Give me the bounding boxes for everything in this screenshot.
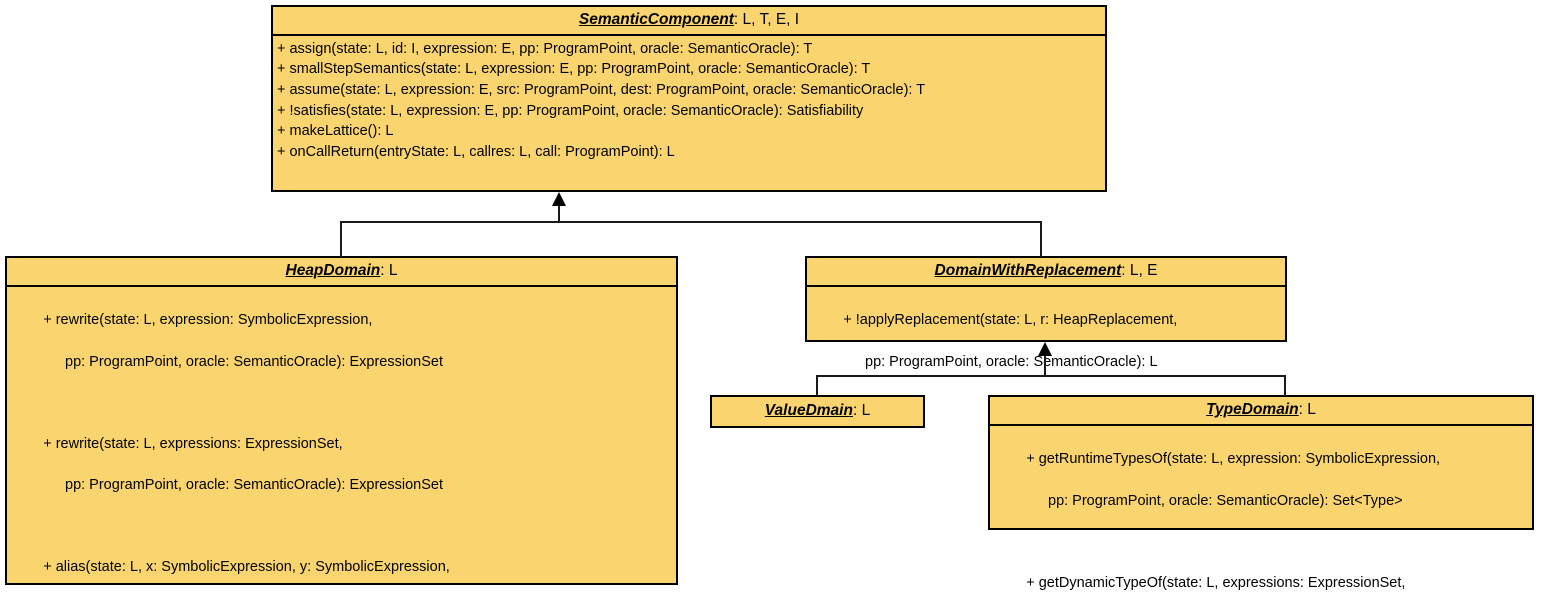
member-row: + assume(state: L, expression: E, src: P… <box>277 80 1101 101</box>
generalization-bus-semantic-component <box>340 221 1042 223</box>
member-text-continuation: pp: ProgramPoint, oracle: SemanticOracle… <box>65 353 443 370</box>
member-row: + alias(state: L, x: SymbolicExpression,… <box>11 537 672 593</box>
member-row: + !satisfies(state: L, expression: E, pp… <box>277 101 1101 122</box>
class-typeparams-type-domain: : L <box>1298 401 1316 418</box>
class-box-domain-with-replacement[interactable]: DomainWithReplacement: L, E + !applyRepl… <box>805 256 1287 370</box>
member-row: + rewrite(state: L, expressions: Express… <box>11 413 672 536</box>
member-text: + getDynamicTypeOf(state: L, expressions… <box>1026 574 1406 591</box>
generalization-drop-type-domain <box>1284 375 1286 396</box>
member-row: + onCallReturn(entryState: L, callres: L… <box>277 142 1101 163</box>
class-typeparams-heap-domain: : L <box>380 262 398 279</box>
member-text-continuation: pp: ProgramPoint, oracle: SemanticOracle… <box>865 353 1158 370</box>
member-text: + !satisfies(state: L, expression: E, pp… <box>277 102 864 119</box>
member-text: + rewrite(state: L, expressions: Express… <box>43 435 343 452</box>
class-header-value-domain: ValueDmain: L <box>712 397 923 425</box>
member-text: + smallStepSemantics(state: L, expressio… <box>277 61 871 78</box>
member-row: + getRuntimeTypesOf(state: L, expression… <box>994 429 1528 552</box>
member-row: + smallStepSemantics(state: L, expressio… <box>277 59 1101 80</box>
generalization-drop-value-domain <box>816 375 818 396</box>
generalization-arrowhead-domain-with-replacement <box>1038 342 1052 356</box>
class-box-semantic-component[interactable]: SemanticComponent: L, T, E, I + assign(s… <box>271 5 1107 192</box>
generalization-drop-domain-with-replacement <box>1040 221 1042 257</box>
member-text: + assume(state: L, expression: E, src: P… <box>277 81 926 98</box>
member-row: + !applyReplacement(state: L, r: HeapRep… <box>811 290 1281 413</box>
member-text: + rewrite(state: L, expression: Symbolic… <box>43 312 373 329</box>
class-header-domain-with-replacement: DomainWithReplacement: L, E <box>807 258 1285 287</box>
generalization-drop-heap-domain <box>340 221 342 257</box>
class-name-domain-with-replacement: DomainWithReplacement <box>934 262 1122 279</box>
class-members-heap-domain: + rewrite(state: L, expression: Symbolic… <box>7 287 676 593</box>
class-typeparams-semantic-component: : L, T, E, I <box>733 11 800 28</box>
class-name-semantic-component: SemanticComponent <box>578 11 734 28</box>
class-header-heap-domain: HeapDomain: L <box>7 258 676 287</box>
member-text: + !applyReplacement(state: L, r: HeapRep… <box>843 312 1178 329</box>
class-name-heap-domain: HeapDomain <box>285 262 381 279</box>
member-text: + getRuntimeTypesOf(state: L, expression… <box>1026 451 1441 468</box>
generalization-arrowhead-semantic-component <box>552 192 566 206</box>
class-box-type-domain[interactable]: TypeDomain: L + getRuntimeTypesOf(state:… <box>988 395 1534 591</box>
class-box-value-domain[interactable]: ValueDmain: L <box>710 395 925 428</box>
class-name-value-domain: ValueDmain <box>764 402 853 419</box>
member-text: + alias(state: L, x: SymbolicExpression,… <box>43 559 450 576</box>
generalization-stem-to-semantic-component <box>558 206 560 222</box>
class-name-type-domain: TypeDomain <box>1206 401 1299 418</box>
class-box-heap-domain[interactable]: HeapDomain: L + rewrite(state: L, expres… <box>5 256 678 585</box>
member-row: + makeLattice(): L <box>277 121 1101 142</box>
class-header-semantic-component: SemanticComponent: L, T, E, I <box>273 7 1105 36</box>
member-row: + getDynamicTypeOf(state: L, expressions… <box>994 552 1528 593</box>
member-text: + assign(state: L, id: I, expression: E,… <box>277 40 813 57</box>
class-members-semantic-component: + assign(state: L, id: I, expression: E,… <box>273 36 1105 166</box>
member-text: + makeLattice(): L <box>277 123 394 140</box>
class-header-type-domain: TypeDomain: L <box>990 397 1532 426</box>
generalization-bus-domain-with-replacement <box>816 375 1286 377</box>
class-members-domain-with-replacement: + !applyReplacement(state: L, r: HeapRep… <box>807 287 1285 417</box>
member-text-continuation: pp: ProgramPoint, oracle: SemanticOracle… <box>1048 492 1403 509</box>
class-members-type-domain: + getRuntimeTypesOf(state: L, expression… <box>990 426 1532 593</box>
member-row: + assign(state: L, id: I, expression: E,… <box>277 39 1101 60</box>
member-row: + rewrite(state: L, expression: Symbolic… <box>11 290 672 413</box>
class-typeparams-domain-with-replacement: : L, E <box>1121 262 1158 279</box>
generalization-stem-to-domain-with-replacement <box>1044 356 1046 376</box>
member-text: + onCallReturn(entryState: L, callres: L… <box>277 143 675 160</box>
member-text-continuation: pp: ProgramPoint, oracle: SemanticOracle… <box>65 477 443 494</box>
class-typeparams-value-domain: : L <box>852 402 871 419</box>
